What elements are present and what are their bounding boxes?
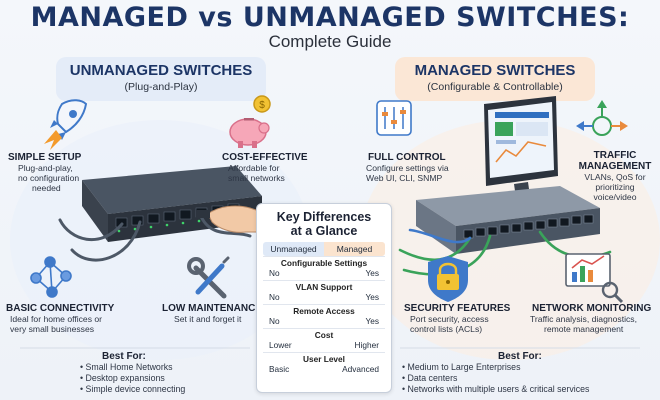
unmanaged-best-for: Best For: • Small Home Networks • Deskto… [80,351,250,395]
feature-text: Plug-and-play, [18,163,73,173]
feature-traffic-management: TRAFFIC MANAGEMENT VLANs, QoS for priori… [572,150,658,202]
feature-text: Configure settings via [366,163,449,173]
feature-text: control lists (ACLs) [410,324,483,334]
feature-title: NETWORK MONITORING [532,303,652,314]
managed-tagline: (Configurable & Controllable) [427,81,563,93]
feature-title: LOW MAINTENANCE [162,303,262,314]
feature-network-monitoring: NETWORK MONITORING Traffic analysis, dia… [530,303,658,334]
managed-header: MANAGED SWITCHES (Configurable & Control… [395,57,595,101]
feature-text: prioritizing [595,182,635,192]
key-differences-title: Key Differences at a Glance [276,210,372,238]
feature-title: TRAFFIC [593,150,637,161]
feature-text: voice/video [593,192,637,202]
traffic-arrows-icon [576,100,628,136]
list-item: • Simple device connecting [80,384,186,394]
feature-text: no configuration [18,173,80,183]
feature-full-control: FULL CONTROL Configure settings via Web … [360,152,480,183]
key-differences-panel: Key Differences at a Glance Unmanaged Ma… [256,203,392,393]
feature-title: SIMPLE SETUP [8,152,82,163]
feature-text: very small businesses [10,324,95,334]
feature-basic-connectivity: BASIC CONNECTIVITY Ideal for home office… [6,303,146,334]
feature-text: remote management [544,324,624,334]
padlock-shield-icon [428,256,468,302]
feature-low-maintenance: LOW MAINTENANCE Set it and forget it [162,303,262,324]
monitoring-chart-icon [565,253,624,304]
feature-text: needed [32,183,61,193]
rocket-icon [44,99,88,150]
feature-title-line2: MANAGEMENT [578,161,652,172]
control-sliders-icon [376,100,412,136]
list-item: • Small Home Networks [80,362,173,372]
feature-text: Traffic analysis, diagnostics, [530,314,637,324]
list-item: • Desktop expansions [80,373,165,383]
feature-text: Web UI, CLI, SNMP [366,173,443,183]
feature-text: VLANs, QoS for [584,172,646,182]
comparison-header: Unmanaged Managed [263,242,385,256]
feature-title: SECURITY FEATURES [404,303,511,314]
managed-best-for: Best For: • Medium to Large Enterprises … [402,351,652,395]
feature-simple-setup: SIMPLE SETUP Plug-and-play, no configura… [8,152,108,193]
feature-text: Set it and forget it [174,314,242,324]
unmanaged-header: UNMANAGED SWITCHES (Plug-and-Play) [56,57,266,101]
feature-title: COST-EFFECTIVE [222,152,308,163]
network-nodes-icon [30,256,72,298]
unmanaged-cables [58,212,252,262]
page-title: MANAGED vs UNMANAGED SWITCHES: [30,2,630,33]
list-item: • Medium to Large Enterprises [402,362,521,372]
best-for-title: Best For: [498,351,542,362]
column-unmanaged: Unmanaged [263,242,324,256]
wrench-screwdriver-icon [187,256,230,299]
feature-text: small networks [228,173,285,183]
piggy-bank-icon: $ [229,95,271,148]
page-subtitle: Complete Guide [268,32,392,51]
feature-cost-effective: COST-EFFECTIVE Affordable for small netw… [222,152,322,183]
best-for-title: Best For: [102,351,146,362]
feature-text: Port security, access [410,314,489,324]
feature-title: BASIC CONNECTIVITY [6,303,115,314]
unmanaged-title: UNMANAGED SWITCHES [69,62,253,79]
unmanaged-tagline: (Plug-and-Play) [124,81,198,93]
list-item: • Networks with multiple users & critica… [402,384,590,394]
svg-text:$: $ [259,100,265,111]
management-monitor [484,96,558,198]
managed-title: MANAGED SWITCHES [414,62,576,79]
feature-security: SECURITY FEATURES Port security, access … [404,303,524,334]
list-item: • Data centers [402,373,458,383]
feature-text: Affordable for [228,163,280,173]
feature-title: FULL CONTROL [368,152,446,163]
feature-text: Ideal for home offices or [10,314,103,324]
column-managed: Managed [324,242,385,256]
